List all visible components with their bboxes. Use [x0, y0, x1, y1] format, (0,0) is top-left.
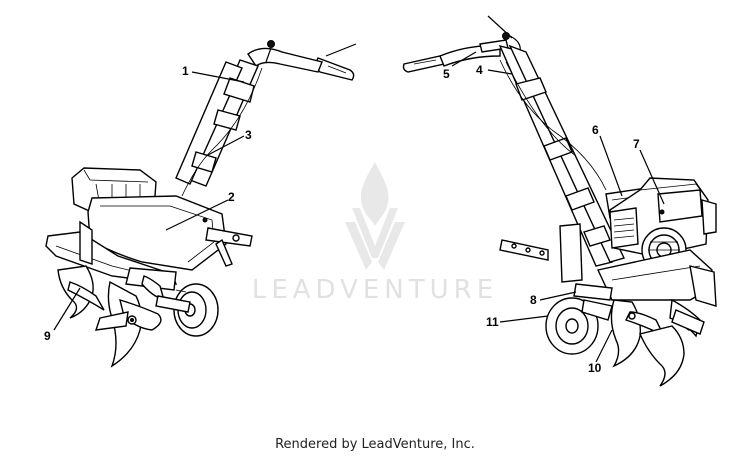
- right-tiller-drawing: [402, 15, 717, 387]
- callout-9: 9: [44, 329, 51, 343]
- callout-labels: 1 2 3 4 5 6 7 8 9 10 11: [44, 63, 640, 375]
- callout-3: 3: [245, 128, 252, 142]
- callout-5: 5: [443, 67, 450, 81]
- footer-credit: Rendered by LeadVenture, Inc.: [275, 437, 475, 452]
- callout-1: 1: [182, 64, 189, 78]
- callout-6: 6: [592, 123, 599, 137]
- watermark: LEADVENTURE: [252, 162, 498, 305]
- callout-7: 7: [633, 137, 640, 151]
- leadventure-flame-logo: [345, 162, 405, 270]
- callout-10: 10: [588, 361, 602, 375]
- callout-4: 4: [476, 63, 483, 77]
- callout-11: 11: [486, 315, 499, 329]
- watermark-text: LEADVENTURE: [252, 275, 498, 305]
- left-tiller-drawing: [45, 40, 357, 368]
- callout-8: 8: [530, 293, 537, 307]
- callout-2: 2: [228, 190, 235, 204]
- callout-leaders: [53, 51, 665, 363]
